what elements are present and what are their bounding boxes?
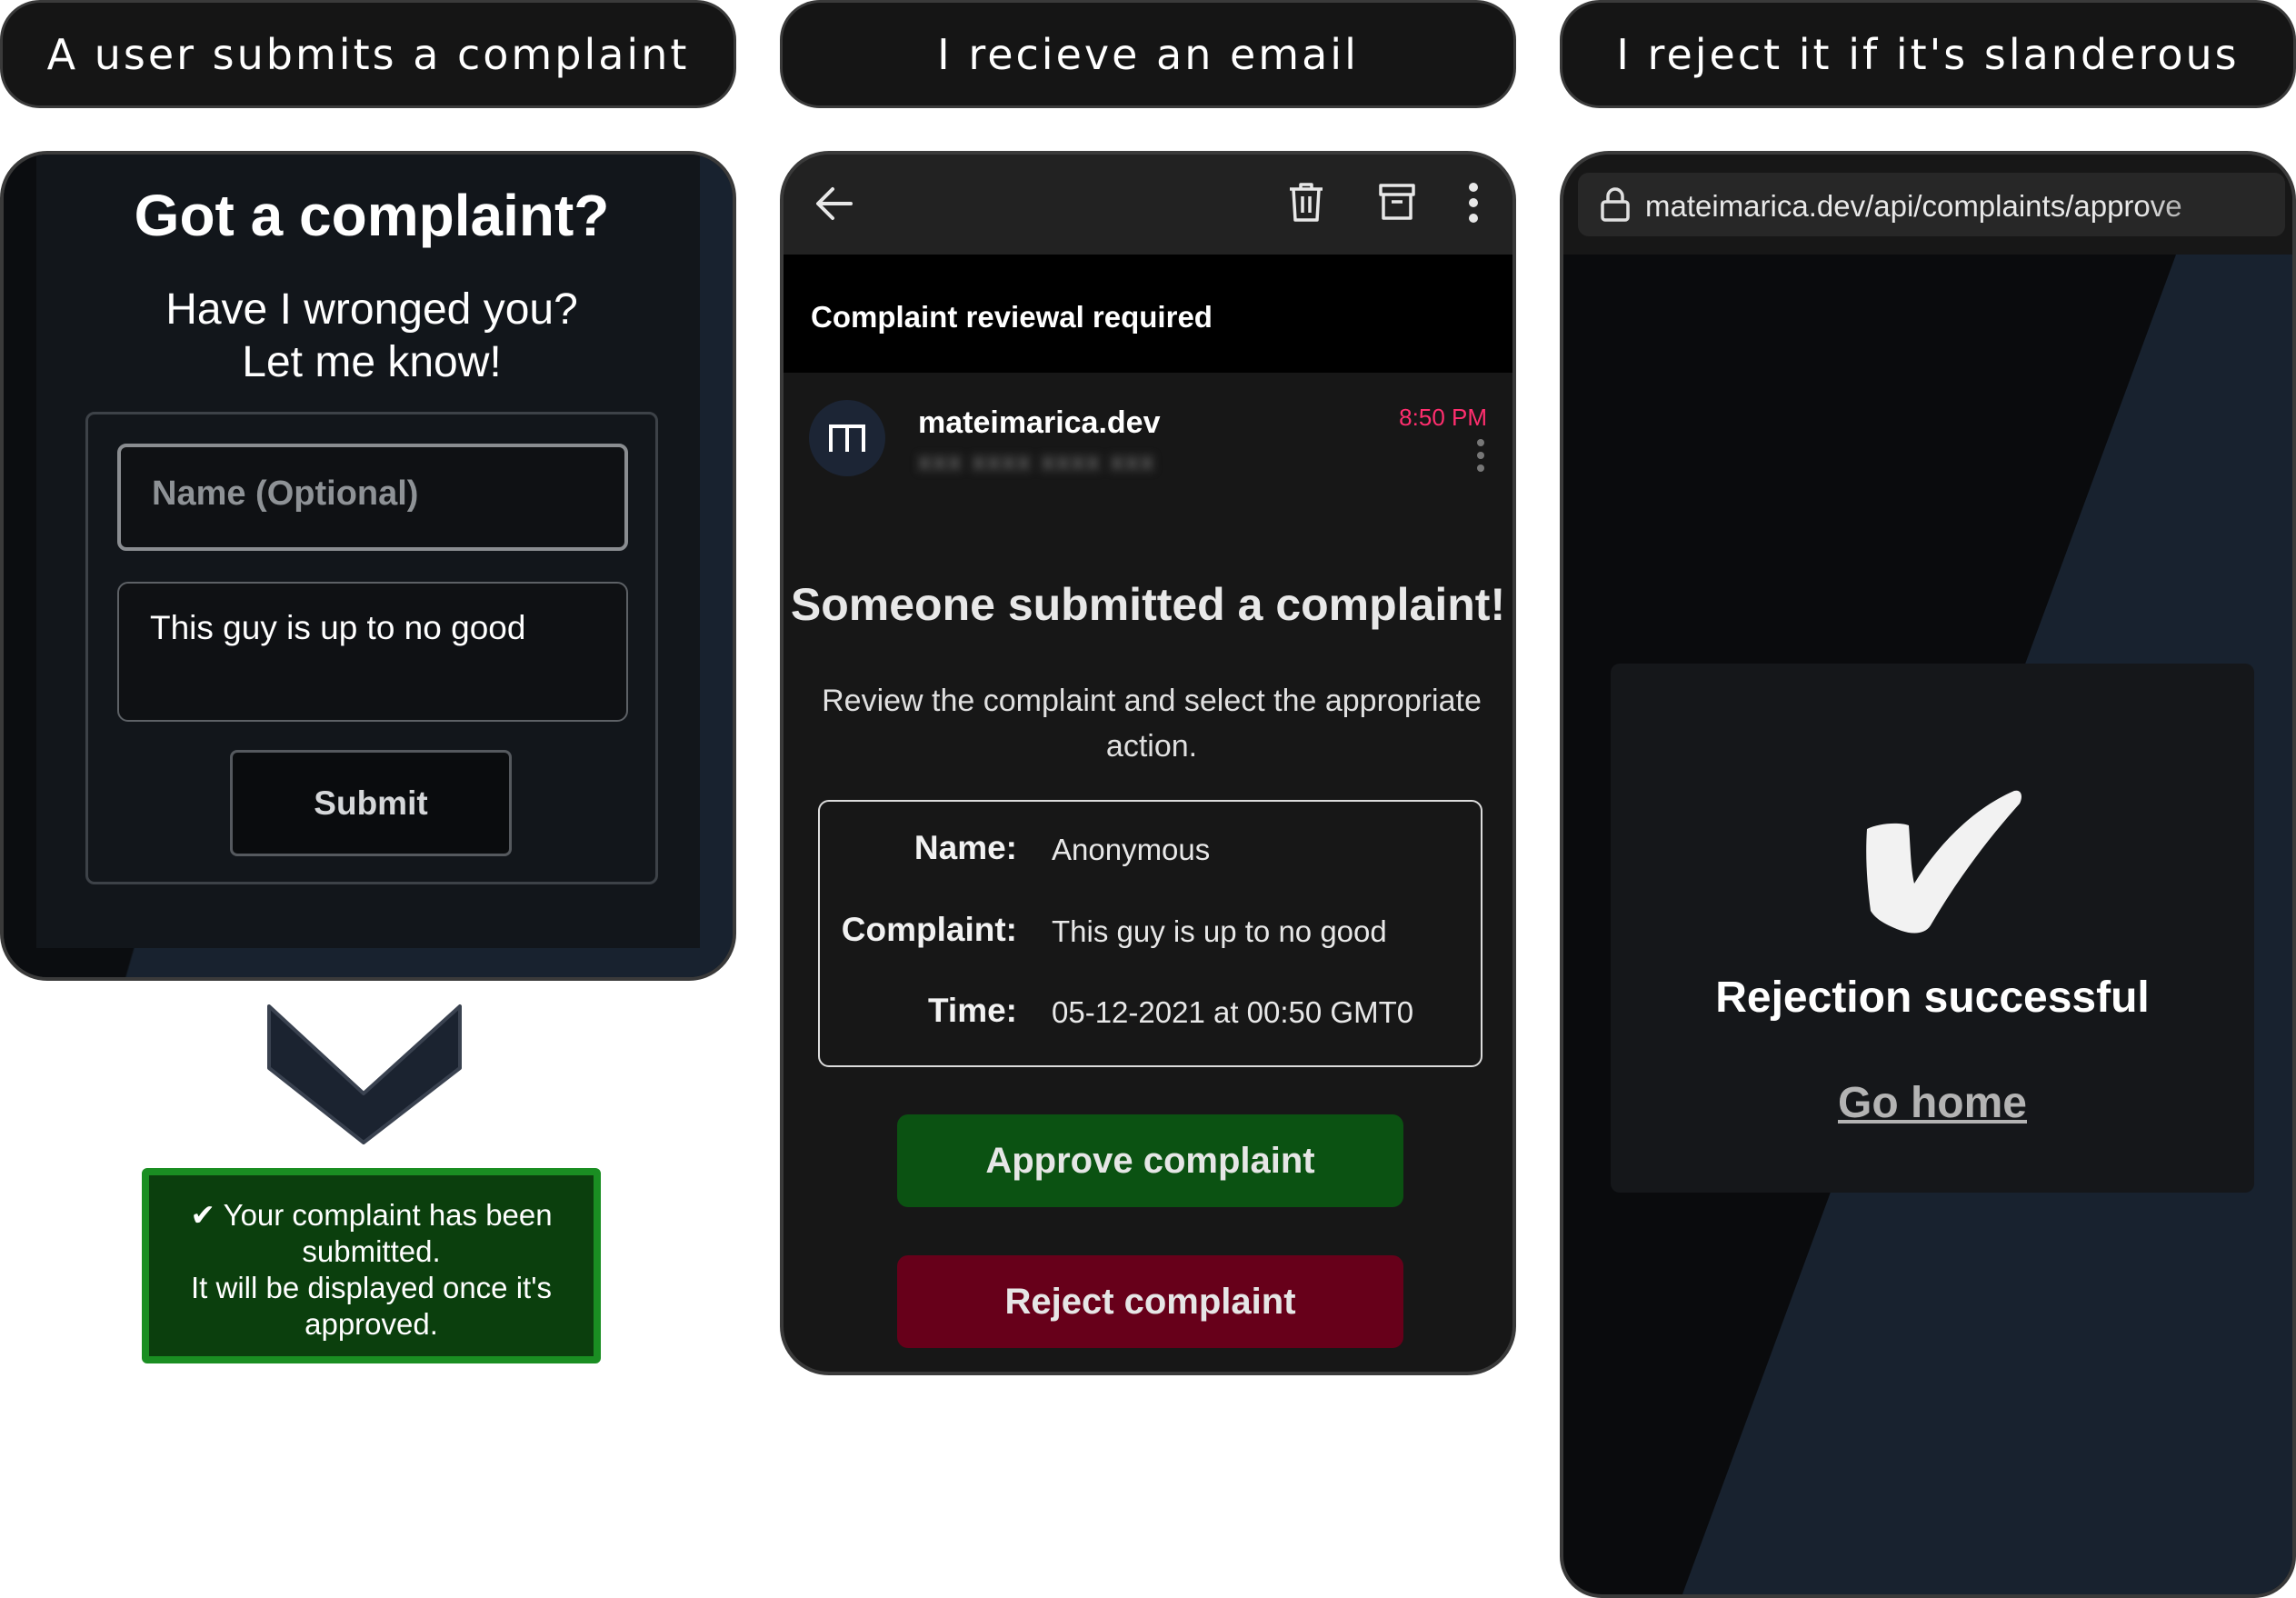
form-subtitle-line2: Let me know! xyxy=(242,338,502,386)
sender-address-blurred: xxx xxxx xxxx xxx xyxy=(918,447,1156,476)
success-message: ✔ Your complaint has been submitted. It … xyxy=(142,1168,601,1363)
email-body: Review the complaint and select the appr… xyxy=(822,684,1482,764)
avatar xyxy=(809,400,885,476)
complaint-form: Name (Optional) This guy is up to no goo… xyxy=(85,412,658,884)
detail-time-value: 05-12-2021 at 00:50 GMT0 xyxy=(1052,995,1414,1029)
form-subtitle-line1: Have I wronged you? xyxy=(165,285,578,334)
name-input[interactable]: Name (Optional) xyxy=(117,444,628,551)
detail-complaint-value: This guy is up to no good xyxy=(1052,914,1387,948)
email-heading: Someone submitted a complaint! xyxy=(790,579,1506,630)
trash-icon[interactable] xyxy=(1286,180,1326,224)
checkmark-icon xyxy=(1866,790,2021,934)
detail-name-label: Name: xyxy=(913,829,1017,866)
form-subtitle: Have I wronged you? Let me know! xyxy=(4,284,733,389)
archive-icon[interactable] xyxy=(1377,182,1417,222)
lock-icon xyxy=(1601,187,1630,222)
success-line2: It will be displayed once it's approved. xyxy=(191,1271,552,1341)
email-time: 8:50 PM xyxy=(1399,404,1487,431)
step2-header: I recieve an email xyxy=(780,0,1516,108)
url-fade xyxy=(2140,173,2285,236)
email-subject: Complaint reviewal required xyxy=(784,255,1512,373)
complaint-form-panel: Got a complaint? Have I wronged you? Let… xyxy=(0,151,736,981)
result-panel: mateimarica.dev/api/complaints/approve R… xyxy=(1560,151,2296,1598)
detail-name-value: Anonymous xyxy=(1052,833,1211,866)
sender-logo-icon xyxy=(829,424,865,452)
complaint-details: Name: Anonymous Complaint: This guy is u… xyxy=(818,800,1482,1067)
url-text: mateimarica.dev/api/complaints/approve xyxy=(1645,189,2182,223)
form-title: Got a complaint? xyxy=(134,183,610,248)
submit-button[interactable]: Submit xyxy=(230,750,512,856)
step1-header: A user submits a complaint xyxy=(0,0,736,108)
approve-complaint-button[interactable]: Approve complaint xyxy=(897,1114,1403,1207)
message-more-icon[interactable] xyxy=(1476,438,1485,473)
step3-header: I reject it if it's slanderous xyxy=(1560,0,2296,108)
success-line1: ✔ Your complaint has been submitted. xyxy=(190,1198,553,1268)
back-arrow-icon[interactable] xyxy=(814,184,854,224)
email-toolbar xyxy=(784,155,1512,255)
detail-time-label: Time: xyxy=(927,992,1017,1029)
result-card: Rejection successful Go home xyxy=(1611,664,2254,1193)
email-panel: Complaint reviewal required mateimarica.… xyxy=(780,151,1516,1375)
url-bar[interactable]: mateimarica.dev/api/complaints/approve xyxy=(1578,173,2285,236)
go-home-link[interactable]: Go home xyxy=(1837,1079,2027,1127)
more-vert-icon[interactable] xyxy=(1467,182,1480,224)
complaint-textarea[interactable]: This guy is up to no good xyxy=(117,582,628,722)
reject-complaint-button[interactable]: Reject complaint xyxy=(897,1255,1403,1348)
rejection-message: Rejection successful xyxy=(1715,974,2150,1022)
detail-complaint-label: Complaint: xyxy=(841,911,1017,948)
sender-name: mateimarica.dev xyxy=(918,405,1161,440)
chevron-down-icon xyxy=(267,1004,462,1144)
